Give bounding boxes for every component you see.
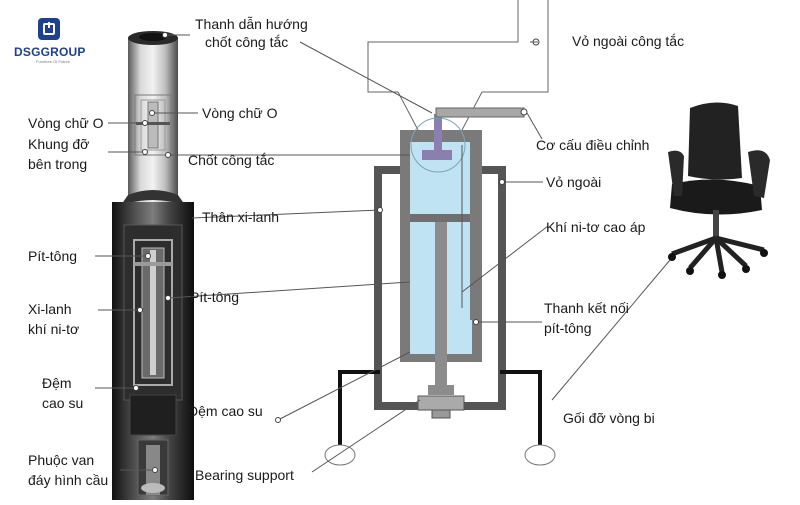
- label-chot-cong-tac-guide: chốt công tắc: [205, 34, 289, 50]
- label-chot-cong-tac: Chốt công tắc: [188, 152, 275, 168]
- label-xi-lanh: Xi-lanh: [28, 301, 72, 317]
- label-co-cau-dieu-chinh: Cơ cấu điều chỉnh: [536, 137, 650, 153]
- cylinder-schematic: [324, 0, 556, 466]
- label-thanh-ket-noi: Thanh kết nối: [544, 300, 629, 316]
- logo-mark-icon: [38, 18, 60, 40]
- leader-lines: [95, 34, 671, 473]
- label-cao-su: cao su: [42, 395, 84, 411]
- logo-brand: DSGGROUP: [14, 45, 86, 59]
- label-pit-tong-connector: pít-tông: [544, 320, 592, 336]
- leader-dots: [133, 32, 505, 473]
- label-vong-chu-o-left: Vòng chữ O: [28, 115, 104, 131]
- label-khung-do: Khung đỡ: [28, 136, 90, 152]
- label-thanh-dan-huong: Thanh dẫn hướng: [195, 16, 308, 32]
- office-chair-illustration: [668, 102, 770, 279]
- label-dem-cao-su-center: Đệm cao su: [188, 403, 263, 419]
- label-dem: Đệm: [42, 375, 72, 391]
- label-phuoc-van: Phuộc van: [28, 452, 95, 468]
- label-vo-ngoai: Vỏ ngoài: [546, 174, 602, 190]
- label-vong-chu-o-center: Vòng chữ O: [202, 105, 278, 121]
- label-than-xi-lanh: Thân xi-lanh: [202, 209, 280, 225]
- gas-lift-illustration: [112, 31, 194, 500]
- label-goi-do-vong-bi: Gối đỡ vòng bi: [563, 410, 655, 426]
- label-day-hinh-cau: đáy hình cầu: [28, 472, 109, 488]
- label-khi-ni-to-left: khí ni-tơ: [28, 321, 80, 337]
- label-pit-tong-left: Pít-tông: [28, 248, 78, 264]
- logo-tagline: Furniture Of Future: [36, 59, 71, 64]
- label-bearing-support: Bearing support: [195, 467, 294, 483]
- label-vo-ngoai-cong-tac: Vỏ ngoài công tắc: [572, 33, 685, 49]
- label-ben-trong: bên trong: [28, 156, 88, 172]
- label-khi-ni-to: Khí ni-tơ cao áp: [546, 219, 646, 235]
- label-pit-tong-center: Pít-tông: [190, 289, 240, 305]
